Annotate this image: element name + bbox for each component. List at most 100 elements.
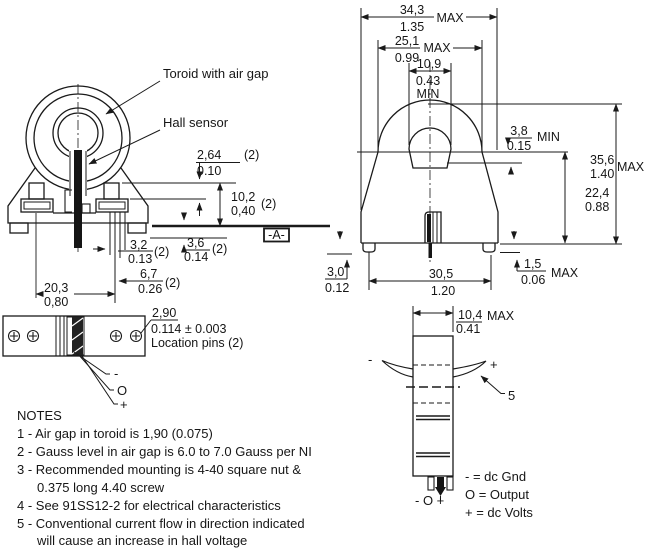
dim-mm: 2,90 bbox=[152, 306, 176, 320]
dim-in: 0,80 bbox=[44, 295, 68, 309]
legend-gnd: - = dc Gnd bbox=[465, 469, 526, 484]
front-view-dimensions: 2,64 0.10 (2) 10,2 0,40 (2) -A- 3,2 0.13… bbox=[35, 148, 330, 309]
dim-mm: 25,1 bbox=[395, 34, 419, 48]
notes-block: NOTES 1 - Air gap in toroid is 1,90 (0.0… bbox=[17, 408, 312, 548]
dim-mm: 10,2 bbox=[231, 190, 255, 204]
slot-wall bbox=[69, 151, 87, 196]
dim-in: 0.12 bbox=[325, 281, 349, 295]
dim-suffix: MAX bbox=[423, 41, 451, 55]
side-view-dimensions: 34,3 1.35 MAX 25,1 0.99 MAX 10,9 0.43 MI… bbox=[325, 3, 645, 298]
toroid-label: Toroid with air gap bbox=[163, 66, 269, 81]
dim-in: 0,40 bbox=[231, 204, 255, 218]
dim-mm: 3,6 bbox=[187, 236, 204, 250]
datum-box bbox=[263, 227, 290, 243]
location-pin bbox=[26, 329, 40, 343]
dim-in: 0.10 bbox=[197, 164, 221, 178]
dim-qty: (2) bbox=[154, 245, 169, 259]
lead-leader bbox=[81, 355, 118, 405]
profile-view-labels: - + 5 - O + - = dc Gnd O = Output + = dc… bbox=[368, 352, 533, 520]
note-line: 0.375 long 4.40 screw bbox=[37, 480, 165, 495]
legend-output: O = Output bbox=[465, 487, 529, 502]
profile-view bbox=[381, 335, 487, 501]
pin-cross bbox=[132, 332, 140, 340]
dim-note: Location pins (2) bbox=[151, 336, 243, 350]
notes-title: NOTES bbox=[17, 408, 62, 423]
body-right-edge bbox=[481, 151, 499, 243]
dim-mm: 6,7 bbox=[140, 267, 157, 281]
dim-mm: 35,6 bbox=[590, 153, 614, 167]
lead-label-plus: + bbox=[120, 397, 128, 412]
pin-leader bbox=[140, 319, 152, 334]
dim-mm: 2,64 bbox=[197, 148, 221, 162]
dim-mm: 10,9 bbox=[417, 57, 441, 71]
lead-label-minus: - bbox=[114, 366, 118, 381]
mount-foot bbox=[9, 222, 29, 234]
dim-suffix: MAX bbox=[487, 309, 515, 323]
location-pin bbox=[109, 329, 123, 343]
pin-center-dark bbox=[437, 477, 444, 487]
dim-mm: 20,3 bbox=[44, 281, 68, 295]
dim-in: 1.35 bbox=[400, 20, 424, 34]
dim-in: 0.14 bbox=[184, 250, 208, 264]
dim-suffix: MAX bbox=[617, 160, 645, 174]
wire-plus bbox=[452, 360, 487, 378]
dim-suffix: MAX bbox=[436, 11, 464, 25]
dim-in: 0.43 bbox=[416, 74, 440, 88]
pin-row-labels: - O + bbox=[415, 493, 444, 508]
dim-qty: (2) bbox=[212, 242, 227, 256]
dim-in: 1.20 bbox=[431, 284, 455, 298]
wire-minus bbox=[381, 359, 414, 378]
bottom-view bbox=[2, 315, 152, 405]
side-view bbox=[357, 62, 568, 262]
note-leader-arrow bbox=[480, 375, 505, 394]
lead-label-output: O bbox=[117, 383, 127, 398]
dim-mm: 3,0 bbox=[327, 265, 344, 279]
mount-foot bbox=[482, 243, 496, 253]
profile-view-dimensions: 10,4 0.41 MAX bbox=[412, 306, 515, 394]
datum-label: -A- bbox=[268, 228, 285, 242]
dim-qty: (2) bbox=[244, 148, 259, 162]
note-ref-label: 5 bbox=[508, 388, 515, 403]
hatch-lines bbox=[71, 317, 84, 355]
dim-mm: 1,5 bbox=[524, 257, 541, 271]
wire-label-plus: + bbox=[490, 357, 498, 372]
dim-in: 0.06 bbox=[521, 273, 545, 287]
location-pin bbox=[7, 329, 21, 343]
dim-suffix: MAX bbox=[551, 266, 579, 280]
inner-lines bbox=[55, 316, 65, 356]
lead-leader bbox=[77, 353, 114, 391]
dim-mm: 34,3 bbox=[400, 3, 424, 17]
square-nut-inner bbox=[98, 201, 126, 210]
mount-foot bbox=[362, 243, 376, 253]
terminal-block bbox=[424, 211, 442, 243]
square-nut-inner bbox=[23, 201, 51, 210]
bottom-view-labels: - O + 2,90 0.114 ± 0.003 Location pins (… bbox=[114, 306, 243, 412]
sensor-dark-bar bbox=[427, 214, 431, 242]
profile-body bbox=[412, 335, 454, 477]
square-nut bbox=[95, 198, 129, 213]
dim-in: 0.15 bbox=[507, 139, 531, 153]
sensor-clip bbox=[64, 189, 72, 213]
wire-label-minus: - bbox=[368, 352, 372, 367]
pin bbox=[446, 476, 454, 491]
dim-in: 0.13 bbox=[128, 252, 152, 266]
toroid-edge-lines bbox=[416, 415, 450, 458]
dim-mm: 30,5 bbox=[429, 267, 453, 281]
pin-cross bbox=[10, 332, 18, 340]
dim-qty: (2) bbox=[165, 276, 180, 290]
mount-foot bbox=[127, 222, 147, 234]
note-line: will cause an increase in hall voltage bbox=[36, 533, 247, 548]
location-pin-symbols bbox=[7, 329, 143, 343]
hall-sensor-label: Hall sensor bbox=[163, 115, 229, 130]
dim-suffix: MIN bbox=[537, 130, 560, 144]
note-line: 1 - Air gap in toroid is 1,90 (0.075) bbox=[17, 426, 213, 441]
dim-in: 1.40 bbox=[590, 167, 614, 181]
pin-arrow-tip bbox=[435, 487, 446, 496]
dim-qty: (2) bbox=[261, 197, 276, 211]
legend-volts: + = dc Volts bbox=[465, 505, 533, 520]
pin-cross bbox=[112, 332, 120, 340]
dim-in: 0.41 bbox=[456, 322, 480, 336]
dim-in: 0.99 bbox=[395, 51, 419, 65]
square-nut bbox=[20, 198, 54, 213]
